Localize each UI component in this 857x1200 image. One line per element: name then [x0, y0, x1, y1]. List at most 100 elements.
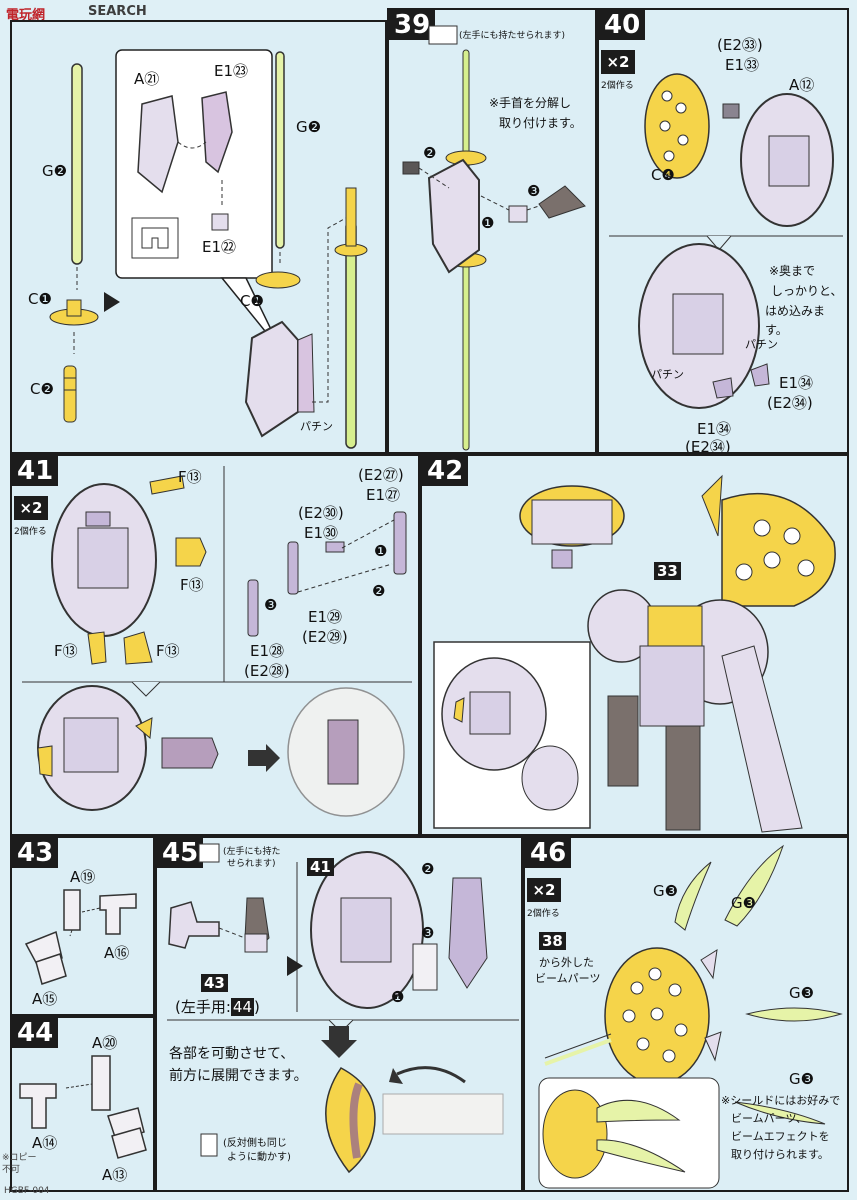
sound-label: パチン	[651, 368, 684, 381]
part-label: A⑬	[102, 1166, 128, 1184]
step-40-illustration	[609, 73, 843, 409]
panel-step-41: 41 ×2 2個作る	[10, 454, 420, 836]
shield-note: ビームパーツ、	[731, 1112, 807, 1125]
step-marker: ❶	[374, 542, 388, 560]
panel-step-42: 42 33	[420, 454, 849, 836]
step-number: 40	[599, 10, 646, 40]
step-number: 44	[12, 1018, 59, 1048]
instruction: 各部を可動させて、	[169, 1046, 295, 1062]
left-hand-close: )	[254, 998, 260, 1016]
step-marker: ❷	[423, 144, 437, 162]
part-label: A㉑	[134, 70, 160, 88]
part-label: A⑯	[104, 944, 130, 962]
part-label: F⑬	[156, 642, 180, 660]
step-marker: ❸	[264, 596, 278, 614]
sound-label: パチン	[745, 338, 778, 351]
part-label: C❶	[28, 290, 52, 308]
part-label: F⑬	[178, 468, 202, 486]
part-label: E1㉒	[202, 238, 237, 256]
part-label: (E2㉝)	[717, 36, 763, 54]
part-label: A⑲	[70, 868, 96, 886]
part-label: (E2㉞)	[685, 438, 731, 454]
flow-arrow	[104, 292, 120, 312]
step-number: 46	[525, 838, 572, 868]
panel-step-40: 40 ×2 2個作る (E2㉝) E1㉝ A⑫ C❹ ※奥まで しっかりと、 は…	[597, 8, 849, 454]
multiplier-note: 2個作る	[601, 81, 634, 91]
part-label: E1㉞	[779, 374, 814, 392]
copy-note: 不可	[2, 1165, 21, 1175]
sound-label: パチン	[300, 420, 333, 433]
step-number: 43	[12, 838, 59, 868]
part-label: (E2㉙)	[302, 628, 348, 646]
reference-badge: 43	[201, 974, 228, 992]
panel-step-44: 44 A⑳ A⑭ A⑬	[10, 1016, 155, 1192]
step-marker: ❸	[527, 182, 541, 200]
panel-step-39: 39 (左手にも持たせられます) ※手首を分解し 取り付けます。 ❷ ❸ ❶	[387, 8, 597, 454]
part-label: E1㉗	[366, 486, 401, 504]
part-label: G❸	[789, 1070, 815, 1088]
part-label: F⑬	[180, 576, 204, 594]
part-label: (E2㉗)	[358, 466, 404, 484]
instruction: ※手首を分解し	[489, 96, 572, 110]
step-marker: ❷	[372, 582, 386, 600]
shield-note: ※シールドにはお好みで	[721, 1094, 841, 1107]
opposite-note: (反対側も同じ	[223, 1138, 287, 1149]
step-number: 42	[422, 456, 469, 486]
part-label: E1㉞	[697, 420, 732, 438]
hand-note: せられます)	[227, 859, 276, 869]
beam-note: から外した	[539, 956, 594, 969]
beam-note: ビームパーツ	[535, 972, 601, 985]
multiplier-badge: ×2	[527, 878, 561, 902]
reference-badge: 33	[654, 562, 681, 580]
step-marker: ❶	[391, 988, 405, 1006]
multiplier-badge: ×2	[601, 50, 635, 74]
part-label: A⑫	[789, 76, 815, 94]
part-label: (E2㉘)	[244, 662, 290, 680]
step-45-illustration	[167, 843, 519, 1174]
step-number: 45	[157, 838, 204, 868]
watermark-search: SEARCH	[88, 4, 147, 19]
multiplier-note: 2個作る	[527, 909, 560, 919]
step-number: 41	[12, 456, 59, 486]
part-label: E1㉚	[304, 524, 339, 542]
step-marker: ❸	[421, 924, 435, 942]
step-39-illustration	[402, 25, 586, 451]
reference-badge: 41	[307, 858, 334, 876]
part-label: F⑬	[54, 642, 78, 660]
step-44-illustration	[19, 1055, 147, 1159]
opposite-note: ように動かす)	[227, 1152, 291, 1163]
watermark-brand: 電玩網	[6, 8, 46, 23]
step-43-illustration	[24, 889, 137, 985]
part-label: E1㉙	[308, 608, 343, 626]
flow-arrow	[287, 956, 303, 976]
part-label: C❷	[30, 380, 54, 398]
instruction: 前方に展開できます。	[169, 1068, 308, 1084]
note: ※奥まで	[769, 264, 816, 278]
panel-step-38: G❷ C❶ C❷ A㉑ E1㉓ E1㉒ G❷ C❶ パチン	[10, 20, 387, 454]
part-label: G❷	[296, 118, 322, 136]
step-marker: ❷	[421, 860, 435, 878]
panel-step-46: 46 ×2 2個作る G❸ G❸ G❸	[523, 836, 849, 1192]
instruction: 取り付けます。	[499, 116, 582, 130]
shield-note: ビームエフェクトを	[731, 1130, 830, 1143]
step-46-illustration	[538, 844, 843, 1189]
part-label: G❸	[789, 984, 815, 1002]
step-38-illustration	[49, 49, 368, 449]
part-label: C❶	[240, 292, 264, 310]
note: しっかりと、	[771, 284, 843, 298]
part-label: A⑭	[32, 1134, 58, 1152]
multiplier-note: 2個作る	[14, 527, 47, 537]
part-label: (E2㉞)	[767, 394, 813, 412]
left-hand-text: (左手用:	[175, 998, 231, 1016]
hand-note: (左手にも持たせられます)	[459, 31, 566, 41]
copy-note: ※コピー	[2, 1153, 37, 1163]
panel-step-43: 43 A⑲ A⑯ A⑮	[10, 836, 155, 1016]
left-hand-note: (左手用:44)	[175, 996, 260, 1017]
reference-badge: 38	[539, 932, 566, 950]
page-code: HGBF-004	[4, 1186, 50, 1196]
step-41-illustration	[22, 466, 412, 817]
shield-note: 取り付けられます。	[731, 1148, 829, 1161]
part-label: G❸	[653, 882, 679, 900]
left-hand-ref: 44	[230, 998, 254, 1016]
